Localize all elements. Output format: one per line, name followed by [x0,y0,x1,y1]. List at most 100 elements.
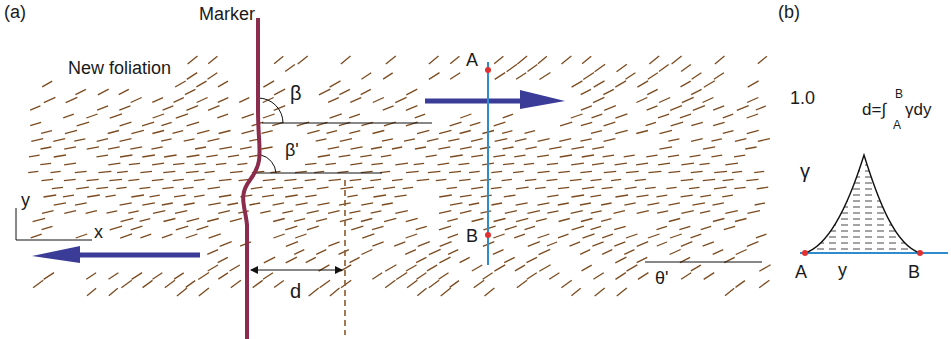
foliation-dash [263,179,276,180]
foliation-dash [207,219,219,222]
foliation-dash [747,242,759,247]
foliation-dash [153,273,163,279]
label: New foliation [68,58,171,79]
foliation-dash [307,226,319,230]
displacement-arrow [251,269,342,270]
foliation-dash [186,171,199,172]
foliation-dash [109,288,118,295]
foliation-dash [527,273,537,279]
foliation-dash [700,163,710,164]
foliation-dash [439,226,451,230]
foliation-dash [580,203,591,205]
foliation-dash [406,265,417,271]
foliation-dash [395,195,407,197]
point-a [802,250,808,256]
foliation-dash [239,98,249,103]
foliation-dash [42,81,52,87]
foliation-dash [537,203,549,205]
foliation-dash [624,203,635,205]
foliation-dash [132,273,143,280]
foliation-dash [77,122,89,126]
foliation-dash [460,257,470,262]
foliation-dash [415,114,425,118]
foliation-dash [603,155,615,157]
foliation-dash [417,288,426,296]
foliation-dash [759,280,769,287]
theta-reference-line [645,262,762,263]
foliation-dash [294,250,304,255]
foliation-dash [382,139,393,141]
foliation-dash [572,226,584,230]
point-b [917,250,923,256]
foliation-dash [514,234,525,238]
marker-line [243,18,259,339]
foliation-dash [471,155,483,157]
foliation-dash [360,155,371,157]
foliation-dash [517,56,527,64]
foliation-dash [253,280,263,287]
foliation-dash [307,130,319,133]
foliation-dash [205,171,215,172]
foliation-dash [414,163,424,164]
foliation-dash [535,187,546,188]
beta-arc [258,98,283,123]
label: A [893,119,901,133]
foliation-dash [110,226,122,230]
foliation-dash [469,171,480,172]
foliation-dash [218,211,230,214]
foliation-dash [560,155,572,157]
foliation-dash [450,122,462,126]
foliation-dash [162,203,173,205]
foliation-dash [272,187,283,188]
foliation-dash [151,147,162,149]
foliation-dash [316,219,327,222]
foliation-dash [646,155,657,157]
foliation-dash [594,81,605,87]
foliation-dash [110,114,122,118]
label: γdy [905,100,931,120]
foliation-dash [672,56,682,64]
foliation-dash [305,179,316,180]
foliation-dash [601,219,611,222]
foliation-dash [208,56,217,64]
foliation-dash [164,219,176,222]
foliation-dash [340,187,353,189]
foliation-dash [316,250,326,255]
foliation-dash [592,147,604,149]
foliation-dash [30,122,41,125]
foliation-dash [649,171,662,172]
foliation-dash [74,139,85,141]
foliation-dash [41,147,52,149]
foliation-dash [30,106,40,110]
foliation-dash [350,163,362,165]
foliation-dash [286,242,298,247]
foliation-dash [559,219,570,222]
foliation-dash [681,81,691,87]
foliation-dash [647,106,658,110]
foliation-dash [383,187,395,189]
foliation-dash [669,219,680,222]
strain-area [805,155,920,253]
foliation-dash [637,211,649,214]
foliation-dash [439,273,449,279]
foliation-dash [615,195,628,197]
foliation-dash [700,211,710,213]
foliation-dash [714,171,727,172]
beta-reference-line [262,123,432,124]
foliation-dash [307,211,319,214]
foliation-dash [615,130,627,133]
foliation-dash [314,171,324,172]
foliation-dash [76,187,89,189]
foliation-dash [218,98,229,103]
foliation-dash [131,226,143,230]
foliation-dash [540,73,551,80]
foliation-dash [44,97,56,102]
foliation-dash [754,171,764,172]
point-a [485,67,491,73]
foliation-dash [611,179,621,180]
foliation-dash [670,106,682,111]
foliation-dash [319,89,330,95]
foliation-dash [44,273,54,280]
foliation-dash [296,203,308,205]
foliation-dash [53,139,65,142]
